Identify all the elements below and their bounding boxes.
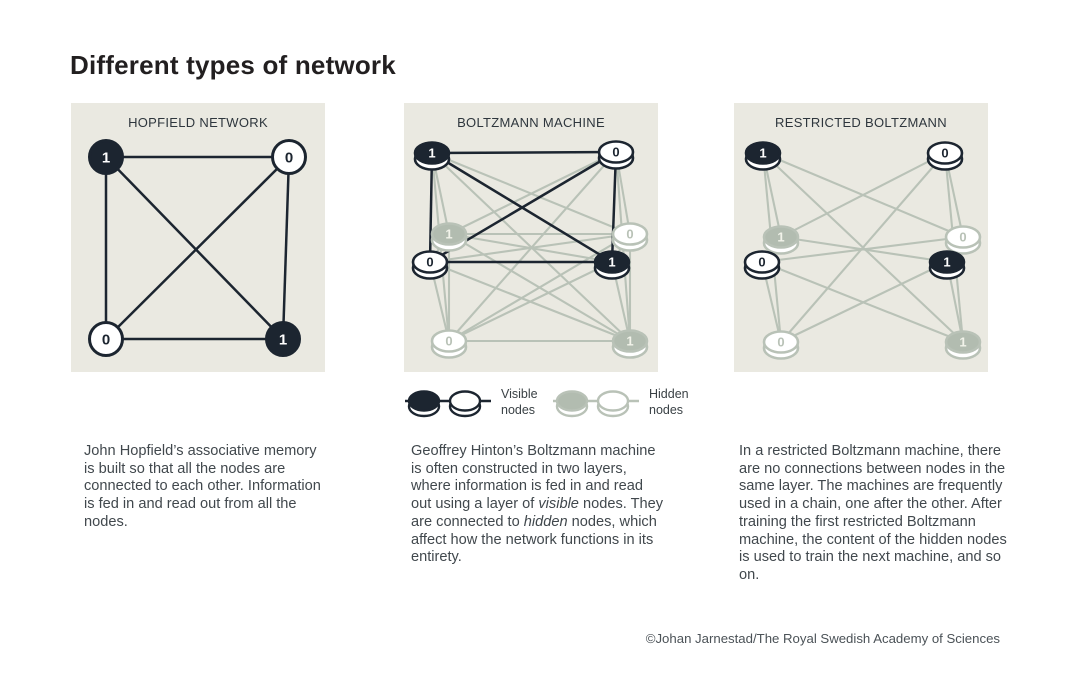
node-coin: 0: [411, 250, 449, 280]
network-edge-light: [448, 151, 617, 235]
boltzmann-description: Geoffrey Hinton’s Boltzmann machine is o…: [411, 443, 667, 567]
network-edge-light: [448, 233, 631, 342]
svg-text:0: 0: [626, 227, 633, 242]
network-edge-light: [448, 151, 617, 342]
description-text: In a restricted Boltzmann machine, there…: [739, 443, 1007, 583]
hidden-nodes-icon: [553, 390, 639, 418]
legend-item-visible-nodes: Visible nodes: [405, 380, 538, 422]
svg-text:1: 1: [102, 150, 110, 167]
network-edge-light: [780, 152, 946, 238]
description-text: John Hopfield’s associative memory is bu…: [84, 443, 321, 530]
description-italic-term: visible: [538, 496, 579, 513]
network-edge-dark: [105, 156, 290, 340]
network-edge-light: [448, 232, 613, 264]
node-coin: [596, 390, 630, 418]
legend-label-hidden: Hidden nodes: [649, 387, 689, 417]
legend-label-visible: Visible nodes: [501, 387, 538, 417]
svg-text:0: 0: [777, 335, 784, 350]
legend: Visible nodes Hidden nodes: [405, 380, 705, 426]
svg-text:1: 1: [626, 334, 633, 349]
node-coin: 1: [744, 141, 782, 171]
node-coin: 1: [593, 250, 631, 280]
panel-title-hopfield: HOPFIELD NETWORK: [128, 115, 268, 130]
node-circle: 1: [265, 321, 301, 357]
svg-text:0: 0: [445, 334, 452, 349]
svg-text:0: 0: [612, 145, 619, 160]
svg-text:1: 1: [279, 332, 287, 349]
network-edge-light: [780, 235, 948, 264]
svg-text:1: 1: [759, 146, 766, 161]
node-coin: 0: [944, 225, 982, 255]
svg-text:1: 1: [428, 146, 435, 161]
panel-title-boltzmann: BOLTZMANN MACHINE: [457, 115, 605, 130]
description-text: Geoffrey Hinton’s Boltzmann machine is o…: [411, 443, 656, 513]
legend-item-hidden-nodes: Hidden nodes: [553, 380, 689, 422]
network-edge-light: [448, 261, 613, 342]
node-coin: 0: [597, 140, 635, 170]
node-circle: 0: [88, 321, 124, 357]
svg-text:0: 0: [959, 230, 966, 245]
node-coin: 0: [611, 222, 649, 252]
node-coin: 1: [762, 225, 800, 255]
svg-text:1: 1: [608, 255, 615, 270]
panel-hopfield-network: HOPFIELD NETWORK 1 0 0 1: [71, 103, 325, 372]
svg-text:0: 0: [285, 150, 293, 167]
node-coin: 1: [413, 141, 451, 171]
node-coin: [555, 390, 589, 418]
svg-text:1: 1: [445, 227, 452, 242]
network-edge-light: [780, 261, 948, 343]
node-coin: 0: [743, 250, 781, 280]
network-edge-dark: [428, 152, 434, 263]
node-coin: 1: [944, 330, 982, 360]
svg-text:0: 0: [426, 255, 433, 270]
svg-text:0: 0: [102, 332, 110, 349]
page-title: Different types of network: [70, 50, 396, 80]
svg-text:0: 0: [758, 255, 765, 270]
hopfield-network-diagram: 1 0 0 1: [88, 139, 307, 357]
node-coin: 0: [926, 141, 964, 171]
node-coin: 1: [430, 222, 468, 252]
node-coin: 1: [928, 250, 966, 280]
panel-title-restricted-boltzmann: RESTRICTED BOLTZMANN: [775, 115, 947, 130]
svg-text:1: 1: [959, 335, 966, 350]
network-edge-dark: [431, 150, 617, 155]
svg-text:1: 1: [943, 255, 950, 270]
svg-text:0: 0: [941, 146, 948, 161]
node-circle: 1: [88, 139, 124, 175]
network-edge-dark: [105, 156, 284, 340]
credit-line: ©Johan Jarnestad/The Royal Swedish Acade…: [645, 631, 1000, 646]
network-edge-light: [780, 152, 946, 343]
node-coin: 1: [611, 329, 649, 359]
svg-text:1: 1: [777, 230, 784, 245]
description-text: nodes, which affect how the network func…: [411, 513, 657, 566]
description-italic-term: hidden: [523, 513, 568, 530]
node-circle: 0: [271, 139, 307, 175]
node-coin: [448, 390, 482, 418]
node-coin: 0: [762, 330, 800, 360]
node-coin: [407, 390, 441, 418]
node-coin: 0: [430, 329, 468, 359]
network-edge-dark: [281, 156, 291, 340]
hopfield-description: John Hopfield’s associative memory is bu…: [84, 443, 324, 532]
visible-nodes-icon: [405, 390, 491, 418]
restricted-description: In a restricted Boltzmann machine, there…: [739, 443, 1015, 585]
description-text: nodes. They are connected to: [411, 496, 664, 530]
